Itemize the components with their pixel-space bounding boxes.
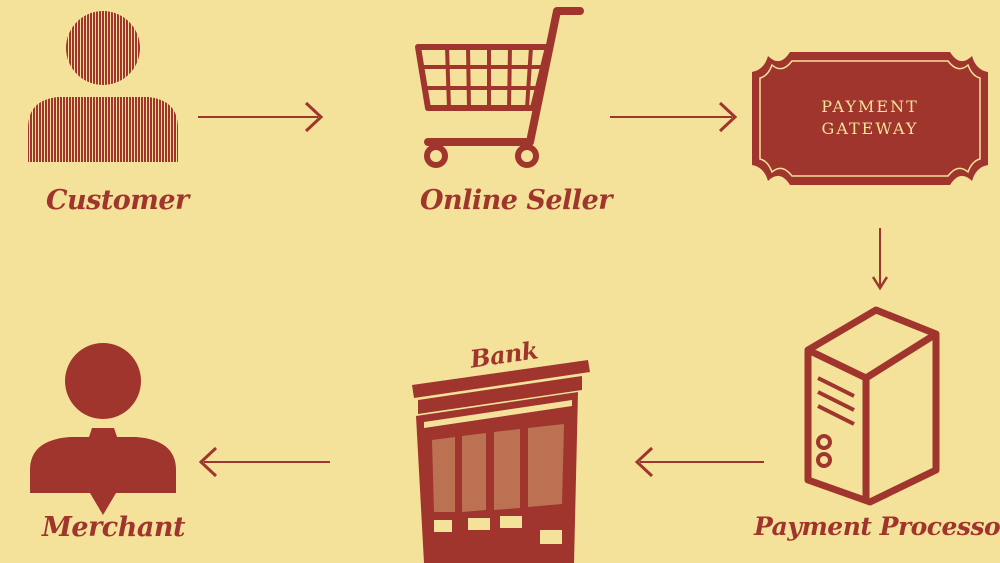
arrow-gateway-to-processor bbox=[871, 228, 889, 291]
customer-label: Customer bbox=[46, 185, 189, 216]
payment-gateway-line2: GATEWAY bbox=[821, 119, 919, 138]
bank-storefront-icon bbox=[412, 360, 590, 563]
arrow-bank-to-merchant bbox=[198, 446, 330, 478]
arrow-seller-to-gateway bbox=[610, 101, 738, 133]
payment-gateway-text: PAYMENT GATEWAY bbox=[752, 96, 988, 140]
arrow-processor-to-bank bbox=[634, 446, 764, 478]
payment-processor-label: Payment Processor bbox=[754, 512, 1000, 541]
online-seller-label: Online Seller bbox=[420, 185, 612, 216]
server-tower-icon bbox=[804, 306, 940, 506]
arrow-customer-to-seller bbox=[198, 101, 324, 133]
merchant-label: Merchant bbox=[42, 512, 185, 543]
payment-gateway-line1: PAYMENT bbox=[821, 97, 919, 116]
person-icon bbox=[28, 11, 178, 162]
badge-frame-icon bbox=[752, 52, 988, 185]
merchant-person-icon bbox=[30, 343, 176, 515]
shopping-cart-icon bbox=[415, 7, 584, 168]
